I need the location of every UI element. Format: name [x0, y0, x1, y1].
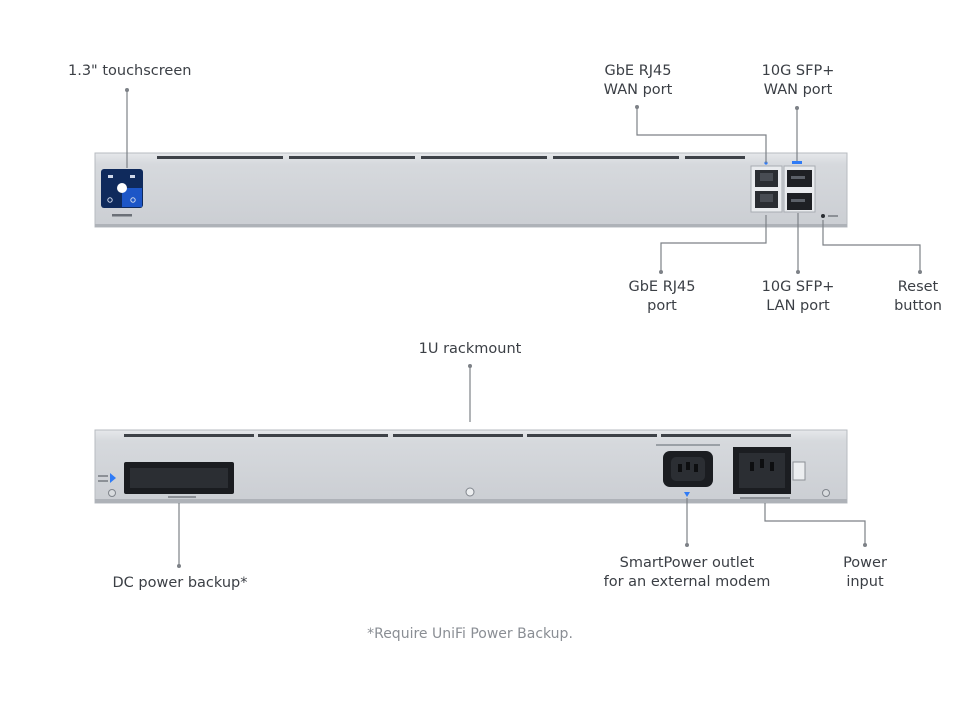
reset-button — [821, 214, 838, 218]
label-lan-sfp: 10G SFP+LAN port — [761, 279, 835, 314]
leader-dot — [918, 270, 922, 274]
rj45-ports — [750, 161, 783, 213]
power-input-socket — [733, 447, 806, 499]
leader-lan-rj45 — [660, 215, 767, 272]
footnote: *Require UniFi Power Backup. — [367, 626, 573, 642]
leader-dot — [863, 543, 867, 547]
smartpower-outlet — [656, 444, 720, 497]
front-chassis — [94, 152, 848, 228]
sfp-ports — [783, 161, 816, 213]
label-wan-sfp: 10G SFP+WAN port — [761, 63, 835, 98]
leader-dot — [685, 543, 689, 547]
leader-power-input — [764, 503, 866, 545]
touchscreen-display — [101, 169, 143, 217]
leader-dot — [635, 105, 639, 109]
leader-dot — [795, 106, 799, 110]
label-dc-backup: DC power backup* — [112, 575, 248, 591]
label-touchscreen: 1.3" touchscreen — [68, 63, 192, 79]
dc-backup-connector — [124, 462, 234, 498]
leader-dot — [659, 270, 663, 274]
leader-dot — [796, 270, 800, 274]
leader-dot — [125, 88, 129, 92]
leader-dot — [468, 364, 472, 368]
leader-wan-rj45 — [636, 107, 767, 163]
leader-reset — [822, 220, 921, 272]
label-rackmount: 1U rackmount — [418, 341, 522, 357]
leader-dot — [177, 564, 181, 568]
